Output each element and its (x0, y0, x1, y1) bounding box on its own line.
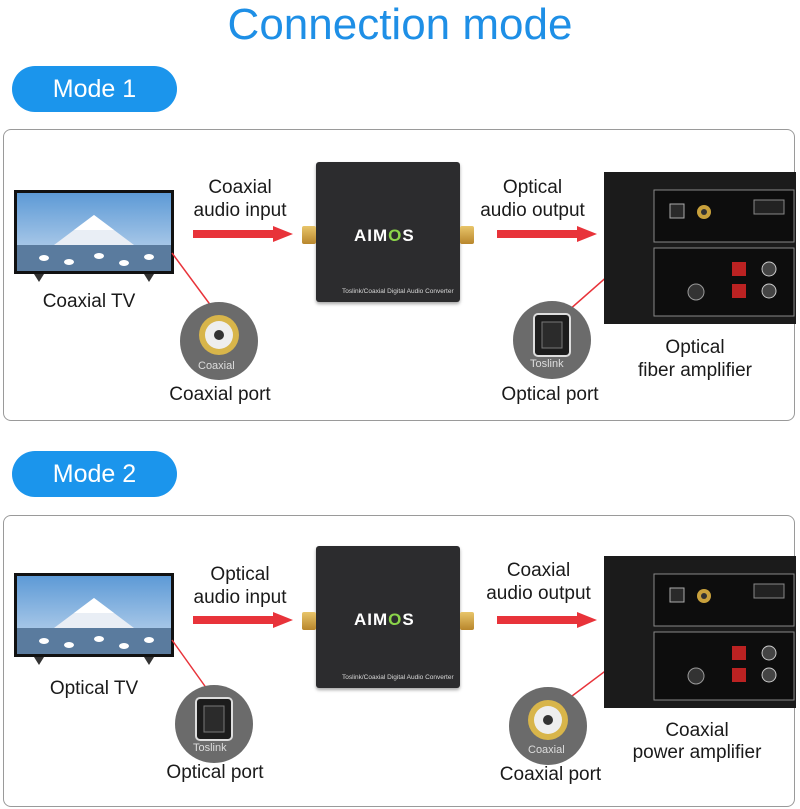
arrow-right-icon (497, 612, 597, 628)
input-label-line2: audio input (180, 586, 300, 609)
output-label-line2: audio output (476, 582, 601, 605)
dest-device-label-line2: power amplifier (612, 741, 782, 764)
dest-device-label-line1: Coaxial (612, 719, 782, 742)
input-label-line1: Optical (180, 563, 300, 586)
converter-device: AIMOS Toslink/Coaxial Digital Audio Conv… (316, 546, 460, 688)
amplifier-panel-icon (604, 556, 796, 708)
output-jack (460, 612, 474, 630)
input-jack (302, 612, 316, 630)
device-brand: AIMOS (354, 610, 415, 630)
arrow-right-icon (193, 612, 293, 628)
dest-port-label: Coaxial port (478, 763, 623, 786)
device-caption: Toslink/Coaxial Digital Audio Converter (342, 674, 454, 681)
source-port-label: Optical port (145, 761, 285, 784)
port-tag: Coaxial (528, 744, 565, 756)
port-tag: Toslink (193, 742, 227, 754)
output-label-line1: Coaxial (476, 559, 601, 582)
